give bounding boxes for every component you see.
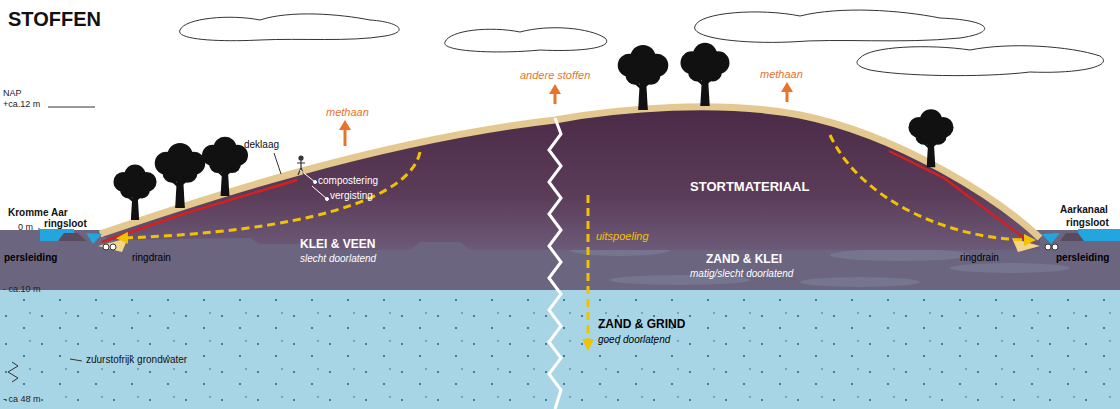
diagram-title: STOFFEN: [8, 8, 101, 31]
annotation-label: methaan: [326, 106, 369, 119]
person: [297, 156, 305, 175]
annotation-label: persleiding: [4, 252, 57, 264]
annotation-label: Kromme Aar: [8, 207, 68, 219]
leader-lines: [70, 153, 329, 361]
annotation-label: deklaag: [244, 139, 279, 151]
annotation-label: matig/slecht doorlatend: [690, 268, 793, 280]
annotation-label: ringdrain: [132, 252, 171, 264]
annotation-label: - ca.10 m: [3, 284, 41, 294]
annotation-label: andere stoffen: [520, 69, 590, 82]
annotation-label: - ca 48 m: [3, 394, 41, 404]
annotation-label: compostering: [318, 175, 378, 187]
annotation-label: vergisting: [330, 190, 373, 202]
water-and-drains: [40, 229, 1120, 252]
annotation-label: Aarkanaal: [1060, 204, 1108, 216]
annotation-label: ringsloot: [44, 218, 87, 230]
annotation-label: ringdrain: [960, 252, 999, 264]
section-break: [549, 118, 561, 409]
annotation-label: STORTMATERIAAL: [690, 180, 809, 195]
annotation-label: slecht doorlatend: [300, 253, 376, 265]
flow-arrows: [122, 135, 1030, 345]
annotation-label: ZAND & GRIND: [598, 318, 685, 332]
annotation-label: uitspoeling: [596, 230, 649, 243]
annotation-label: ZAND & KLEI: [706, 253, 782, 267]
annotation-label: 0 m: [18, 222, 33, 232]
level-ticks: [8, 107, 95, 382]
annotation-label: zuurstofrijk grondwater: [86, 354, 187, 366]
annotation-label: NAP: [3, 88, 22, 98]
annotation-label: KLEI & VEEN: [300, 238, 375, 252]
annotation-label: ringsloot: [1066, 217, 1109, 229]
annotation-label: goed doorlatend: [598, 334, 670, 346]
annotation-label: methaan: [760, 68, 803, 81]
trees: [113, 43, 953, 220]
gas-arrows: [339, 82, 793, 146]
annotation-label: persleiding: [1056, 252, 1109, 264]
soil-layers: [0, 230, 1120, 409]
annotation-label: +ca.12 m: [3, 99, 40, 109]
landfill-mound: [100, 107, 1040, 250]
